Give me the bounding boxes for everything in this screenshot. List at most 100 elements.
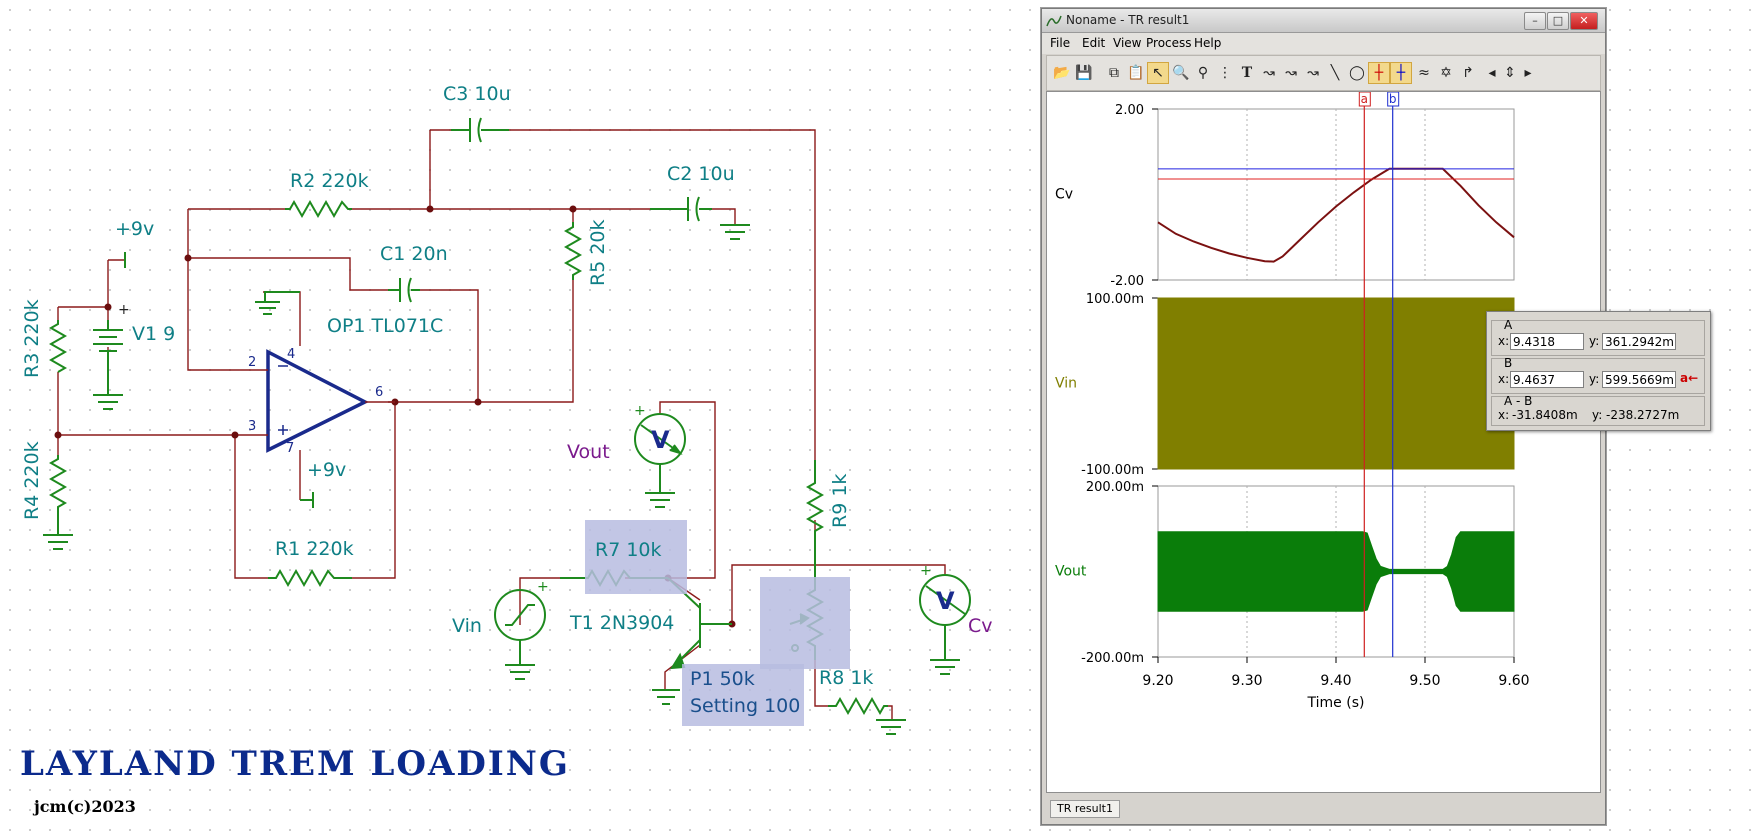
zoom-100-icon[interactable]: ⚲ <box>1197 65 1209 81</box>
curve-tool-3-icon[interactable]: ↝ <box>1307 65 1319 81</box>
menu-edit[interactable]: Edit <box>1082 36 1106 50</box>
tr-result-window[interactable]: Noname - TR result1 – □ ✕ File Edit View… <box>1041 8 1711 825</box>
text-icon[interactable]: T <box>1241 65 1253 81</box>
zoom-icon[interactable]: 🔍 <box>1172 65 1190 81</box>
curve-tool-icon[interactable]: ↝ <box>1263 65 1275 81</box>
selection-p1-label <box>682 664 804 726</box>
selection-r7 <box>585 520 687 594</box>
cursor-diff-label: A - B <box>1504 394 1533 408</box>
series-envelope-vin <box>1157 297 1515 470</box>
close-button[interactable]: ✕ <box>1570 12 1598 30</box>
cursor-diff-x-value: -31.8408m <box>1512 408 1578 422</box>
app-icon <box>1046 15 1062 27</box>
prev-icon[interactable]: ◂ <box>1488 65 1496 81</box>
x-tick-label: 9.60 <box>1498 673 1529 689</box>
menu-bar: File Edit View Process Help <box>1042 33 1605 54</box>
svg-text:+: + <box>118 302 130 318</box>
cursor-a-icon[interactable]: ┼ <box>1368 62 1390 84</box>
x-tick-label: 9.50 <box>1409 673 1440 689</box>
label-r5: R5 20k <box>587 219 609 286</box>
cursor-b-handle <box>1387 92 1400 107</box>
x-tick-label: 9.20 <box>1142 673 1173 689</box>
menu-file[interactable]: File <box>1050 36 1071 50</box>
drawing-subtitle: jcm(c)2023 <box>32 797 136 816</box>
label-c2: C2 10u <box>667 163 735 185</box>
window-titlebar[interactable]: Noname - TR result1 – □ ✕ <box>1042 9 1605 33</box>
pin-4: 4 <box>287 347 295 362</box>
cursor-a-group: A x: 9.4318 y: 361.2942m <box>1491 318 1705 356</box>
op1-opamp <box>263 349 395 453</box>
cursor-a-handle <box>1358 92 1371 107</box>
cursor-b-handle-label: b <box>1389 92 1397 106</box>
y-tick-bottom-cv: -2.00 <box>1110 274 1144 289</box>
pin-2: 2 <box>248 355 256 370</box>
plot-layer: 2.00-2.00Cv100.00m-100.00mVin200.00m-200… <box>1055 92 1530 711</box>
curve-swap-icon[interactable]: ≈ <box>1418 65 1430 81</box>
menu-view[interactable]: View <box>1113 36 1142 50</box>
cursor-a-x-field[interactable]: 9.4318 <box>1510 333 1584 350</box>
cursor-b-y-field[interactable]: 599.5669m <box>1602 371 1676 388</box>
menu-help[interactable]: Help <box>1194 36 1222 50</box>
v1-battery <box>93 320 123 395</box>
label-op1: OP1 TL071C <box>327 315 443 337</box>
paste-icon[interactable]: 📋 <box>1127 65 1145 81</box>
label-r2: R2 220k <box>290 170 369 192</box>
cursor-a-handle-label: a <box>1361 92 1368 106</box>
selection-p1 <box>760 577 850 669</box>
cursor-b-x-prefix: x: <box>1498 372 1510 386</box>
cursor-a-y-field[interactable]: 361.2942m <box>1602 333 1676 350</box>
label-p1: P1 50k <box>690 668 755 690</box>
cv-meter-symbol: V <box>936 587 955 615</box>
cursor-a-label: A <box>1504 318 1513 332</box>
r4-resistor <box>48 455 68 535</box>
c3-capacitor <box>451 117 509 143</box>
drawing-title: LAYLAND TREM LOADING <box>20 744 570 784</box>
label-vin: Vin <box>452 615 482 637</box>
next-icon[interactable]: ▸ <box>1524 65 1532 81</box>
pin-3: 3 <box>248 419 256 434</box>
cursor-diff-y-prefix: y: <box>1592 408 1603 422</box>
svg-text:+: + <box>920 563 932 579</box>
transient-plot[interactable]: 2.00-2.00Cv100.00m-100.00mVin200.00m-200… <box>1046 91 1601 793</box>
svg-text:+: + <box>537 579 549 595</box>
circle-icon[interactable]: ◯ <box>1349 65 1365 81</box>
label-c1: C1 20n <box>380 243 448 265</box>
c2-capacitor <box>650 196 712 222</box>
label-r9: R9 1k <box>829 474 851 528</box>
snap-to-a-button[interactable]: a← <box>1680 371 1699 385</box>
grid-icon[interactable]: ⋮ <box>1218 65 1232 81</box>
cursor-b-x-field[interactable]: 9.4637 <box>1510 371 1584 388</box>
r5-resistor <box>563 222 583 280</box>
status-bar: TR result1 <box>1046 799 1599 819</box>
label-vout-meter: Vout <box>567 441 610 463</box>
menu-process[interactable]: Process <box>1146 36 1192 50</box>
schematic-canvas[interactable]: C3 10u R2 220k C2 10u C1 20n R5 20k +9v … <box>0 0 1040 838</box>
cursor-b-label: B <box>1504 356 1513 370</box>
maximize-button[interactable]: □ <box>1547 12 1569 30</box>
select-arrow-icon[interactable]: ↖ <box>1147 62 1169 84</box>
save-icon[interactable]: 💾 <box>1075 65 1093 81</box>
arrow-icon[interactable]: ↱ <box>1462 65 1474 81</box>
cursor-readout-panel[interactable]: A x: 9.4318 y: 361.2942m B x: 9.4637 y: … <box>1486 311 1711 431</box>
pick-icon[interactable]: ✡ <box>1440 65 1452 81</box>
cursor-diff-x-prefix: x: <box>1498 408 1510 422</box>
line-icon[interactable]: ╲ <box>1330 65 1340 81</box>
window-title: Noname - TR result1 <box>1066 13 1190 27</box>
minimize-button[interactable]: – <box>1524 12 1546 30</box>
curve-tool-2-icon[interactable]: ↝ <box>1285 65 1297 81</box>
y-tick-bottom-vin: -100.00m <box>1081 463 1144 478</box>
open-icon[interactable]: 📂 <box>1053 65 1071 81</box>
label-r7: R7 10k <box>595 539 662 561</box>
cursor-b-y-prefix: y: <box>1589 372 1600 386</box>
r2-resistor <box>285 199 352 219</box>
up-down-icon[interactable]: ⇕ <box>1504 65 1516 81</box>
tab-tr-result1[interactable]: TR result1 <box>1050 800 1120 818</box>
r3-resistor <box>48 320 68 373</box>
cursor-b-icon[interactable]: ┼ <box>1390 62 1412 84</box>
y-tick-top-vout: 200.00m <box>1086 480 1144 495</box>
label-t1: T1 2N3904 <box>569 612 674 634</box>
copy-icon[interactable]: ⧉ <box>1109 65 1119 81</box>
label-r1: R1 220k <box>275 538 354 560</box>
series-label-vin: Vin <box>1055 376 1077 392</box>
t1-transistor <box>667 577 732 669</box>
